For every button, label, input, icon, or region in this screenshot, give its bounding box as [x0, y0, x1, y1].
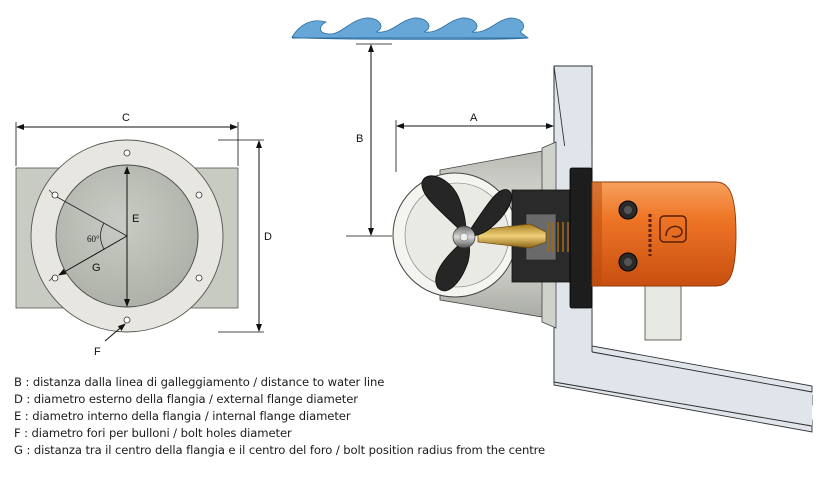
motor-bolts — [618, 200, 638, 272]
angle-line-g — [58, 235, 128, 276]
bolt-hole — [195, 274, 203, 282]
label-b: B — [356, 133, 363, 145]
label-f: F — [94, 346, 101, 358]
angle-arc — [100, 222, 105, 250]
bolt-hole — [195, 191, 203, 199]
legend-line-f: F : diametro fori per bulloni / bolt hol… — [14, 426, 292, 440]
flange-front-view: C D E G F 60° — [15, 112, 272, 358]
mount-bracket — [644, 283, 682, 341]
label-c: C — [122, 112, 130, 124]
legend-line-e: E : diametro interno della flangia / int… — [14, 409, 351, 423]
legend: B : distanza dalla linea di galleggiamen… — [14, 374, 774, 459]
electric-motor — [591, 181, 737, 287]
legend-line-b: B : distanza dalla linea di galleggiamen… — [14, 375, 385, 389]
bolt-hole — [51, 274, 59, 282]
propeller — [421, 175, 513, 292]
label-d: D — [264, 231, 272, 243]
legend-line-d: D : diametro esterno della flangia / ext… — [14, 392, 358, 406]
legend-line-g: G : distanza tra il centro della flangia… — [14, 443, 546, 457]
bolt-hole — [51, 191, 59, 199]
angle-line-upper — [56, 196, 128, 237]
label-g: G — [92, 262, 101, 274]
motor-plate — [569, 167, 593, 309]
label-e: E — [132, 213, 139, 225]
brand-logo-icon — [648, 214, 687, 256]
bolt-hole — [123, 149, 131, 157]
dim-f-pointer — [104, 323, 126, 342]
propeller-shaft — [477, 223, 547, 249]
bolt-hole — [123, 316, 131, 324]
label-angle: 60° — [87, 234, 100, 244]
label-a: A — [470, 112, 478, 124]
water-line-icon — [291, 17, 529, 40]
thruster-side-view: B A — [346, 43, 813, 433]
coupling-spring — [547, 222, 569, 252]
